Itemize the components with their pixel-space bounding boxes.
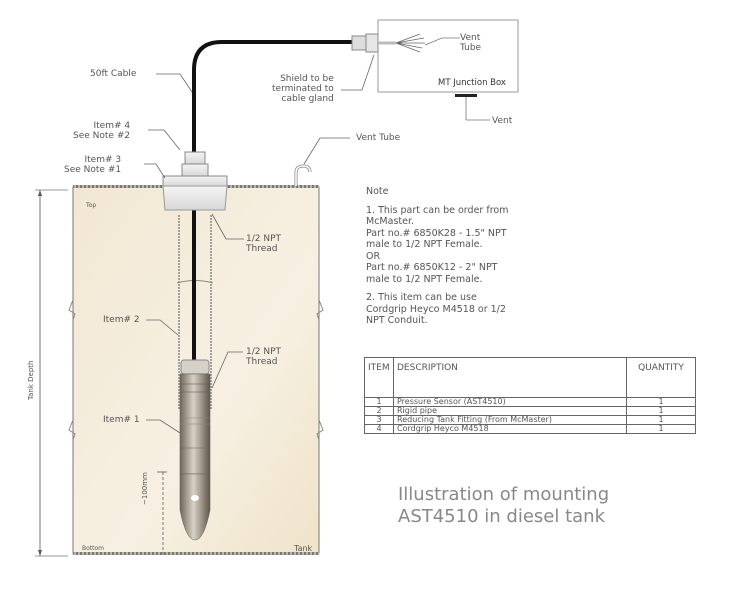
vent-tube-label: Vent Tube bbox=[460, 33, 482, 53]
note-line: 2. This item can be use bbox=[366, 292, 477, 303]
vent-tube-callout: Vent Tube bbox=[356, 133, 401, 143]
header-description: DESCRIPTION bbox=[393, 357, 627, 398]
tank-label: Tank bbox=[294, 544, 313, 553]
shield-callout: Shield to be terminated to cable gland bbox=[272, 74, 334, 104]
note-line: 1. This part can be order from bbox=[366, 204, 509, 216]
note-line: Part no.# 6850K12 - 2" NPT bbox=[366, 262, 498, 273]
row-quantity: 1 bbox=[626, 424, 696, 434]
note-line: Cordgrip Heyco M4518 or 1/2 bbox=[366, 303, 506, 315]
note-line: McMaster. bbox=[366, 216, 415, 227]
reducing-tank-fitting bbox=[162, 151, 228, 211]
bom-header-row: ITEM DESCRIPTION QUANTITY bbox=[364, 357, 696, 398]
notes: Note 1. This part can be order from McMa… bbox=[366, 186, 626, 334]
note-line: male to 1/2 NPT Female. bbox=[366, 273, 483, 285]
tank-depth-label: Tank Depth bbox=[26, 360, 36, 400]
item2-callout: Item# 2 bbox=[103, 315, 140, 325]
note-line: Part no.# 6850K28 - 1.5" NPT bbox=[366, 227, 507, 239]
notes-heading: Note bbox=[366, 186, 389, 197]
item3-callout: Item# 3 See Note #1 bbox=[64, 155, 122, 175]
leader-lines bbox=[144, 54, 375, 434]
tank-depth-dimension bbox=[35, 189, 68, 557]
100mm-label: ~100mm bbox=[141, 472, 149, 505]
item1-callout: Item# 1 bbox=[103, 415, 140, 425]
cable-callout: 50ft Cable bbox=[90, 69, 137, 79]
note-line: NPT Conduit. bbox=[366, 315, 428, 326]
top-label: Top bbox=[86, 202, 97, 209]
note-line: male to 1/2 NPT Female. bbox=[366, 239, 483, 250]
item4-callout: Item# 4 See Note #2 bbox=[73, 121, 131, 141]
junction-box bbox=[351, 19, 519, 121]
thread-top-callout: 1/2 NPT Thread bbox=[246, 234, 282, 254]
row-item: 4 bbox=[364, 424, 394, 434]
pressure-sensor bbox=[179, 359, 211, 541]
junction-box-title: MT Junction Box bbox=[438, 78, 506, 88]
bottom-label: Bottom bbox=[82, 545, 105, 552]
table-row: 4 Cordgrip Heyco M4518 1 bbox=[364, 424, 696, 434]
bom-table: ITEM DESCRIPTION QUANTITY 1 Pressure Sen… bbox=[364, 357, 696, 434]
vent-label: Vent bbox=[492, 116, 513, 126]
vent-tube-hook bbox=[294, 164, 312, 186]
thread-bottom-callout: 1/2 NPT Thread bbox=[246, 347, 282, 367]
diagram-caption: Illustration of mounting AST4510 in dies… bbox=[398, 484, 609, 528]
cable bbox=[192, 40, 352, 395]
row-description: Cordgrip Heyco M4518 bbox=[393, 424, 627, 434]
note-line: OR bbox=[366, 250, 381, 262]
caption-line-2: AST4510 in diesel tank bbox=[398, 506, 605, 527]
100mm-dimension bbox=[157, 471, 167, 556]
header-item: ITEM bbox=[364, 357, 394, 398]
header-quantity: QUANTITY bbox=[626, 357, 696, 398]
caption-line-1: Illustration of mounting bbox=[398, 484, 610, 505]
